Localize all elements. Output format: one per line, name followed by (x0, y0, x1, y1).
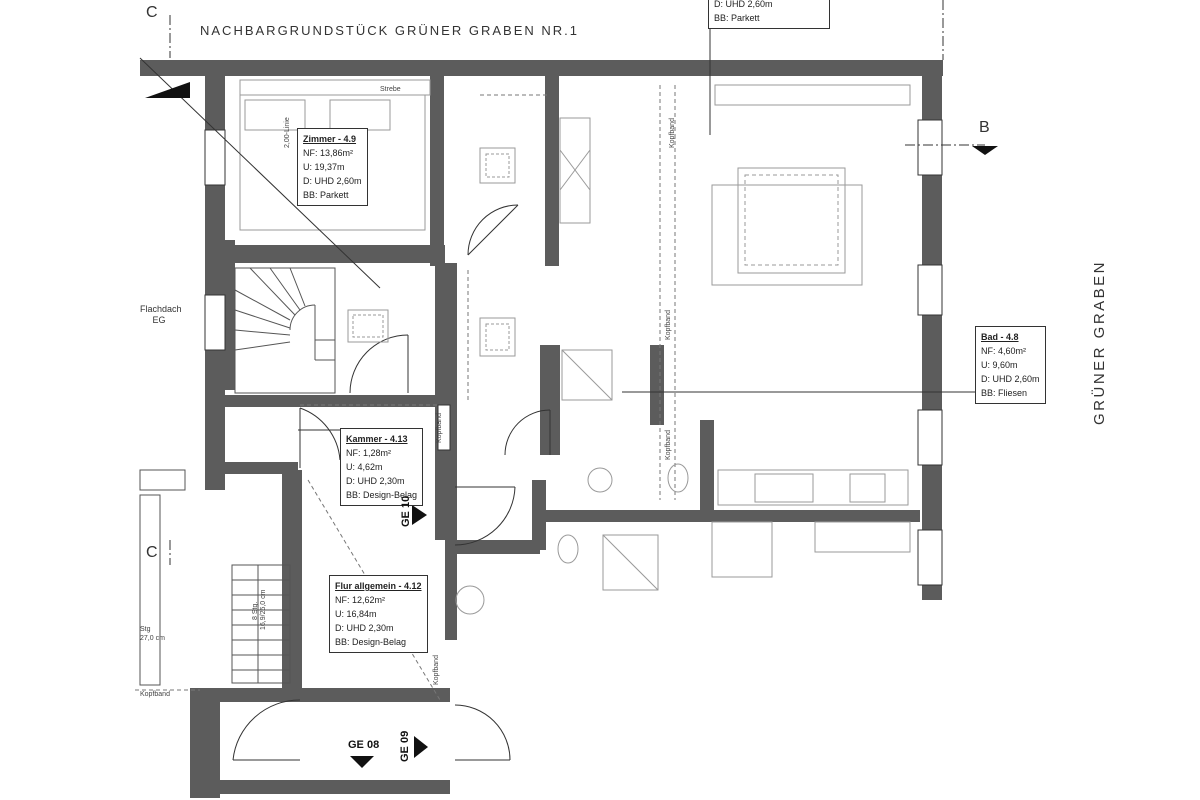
room-ceiling: D: UHD 2,30m (346, 476, 405, 486)
room-title: Bad - 4.8 (981, 332, 1019, 342)
room-floor: BB: Design-Belag (346, 490, 418, 500)
street-label-right: GRÜNER GRABEN (1091, 259, 1108, 425)
kopfband-label-4: Kopfband (436, 413, 443, 443)
room-area: NF: 12,62m² (335, 595, 386, 605)
room-label-bad: Bad - 4.8 NF: 4,60m² U: 9,60m D: UHD 2,6… (975, 326, 1046, 404)
stairs-upper (234, 267, 336, 394)
stairs-dim-label: 16,9/25,0 cm (260, 589, 267, 630)
stairs-left-dim-label: 27,0 cm (140, 635, 165, 642)
flachdach-line-1: Flachdach (140, 304, 182, 314)
room-floor: BB: Fliesen (981, 388, 1028, 398)
section-marker-b: B (979, 119, 990, 136)
room-ceiling: D: UHD 2,60m (303, 176, 362, 186)
room-floor: BB: Design-Belag (335, 637, 407, 647)
room-ceiling: D: UHD 2,30m (335, 623, 394, 633)
room-title: Flur allgemein - 4.12 (335, 581, 422, 591)
interior-walls (205, 76, 920, 640)
kopfband-label-2: Kopfband (665, 310, 672, 340)
room-area: NF: 4,60m² (981, 346, 1027, 356)
flachdach-label: Flachdach EG (140, 304, 182, 326)
kopfband-label-3: Kopfband (665, 430, 672, 460)
room-perimeter: U: 4,62m (346, 462, 383, 472)
room-perimeter: U: 9,60m (981, 360, 1018, 370)
stairs-left-label: Stg (140, 626, 151, 633)
furniture (239, 79, 911, 615)
room-label-kammer: Kammer - 4.13 NF: 1,28m² U: 4,62m D: UHD… (340, 428, 424, 506)
room-label-top-partial: D: UHD 2,60m BB: Parkett (708, 0, 830, 29)
strebe-label: Strebe (380, 86, 401, 93)
windows (204, 119, 943, 586)
room-area: NF: 13,86m² (303, 148, 354, 158)
kopfband-label-1: Kopfband (669, 118, 676, 148)
kopfband-label-6: Kopfband (140, 691, 170, 698)
room-floor: BB: Parkett (714, 13, 760, 23)
exterior-walls (140, 60, 943, 798)
room-area: NF: 1,28m² (346, 448, 392, 458)
stairs-lower (139, 469, 291, 686)
room-title: Zimmer - 4.9 (303, 134, 357, 144)
unit-ge09: GE 09 (399, 730, 411, 762)
room-title: Kammer - 4.13 (346, 434, 408, 444)
unit-ge10: GE 10 (400, 495, 412, 527)
street-label-top: NACHBARGRUNDSTÜCK GRÜNER GRABEN NR.1 (200, 23, 579, 38)
room-perimeter: U: 19,37m (303, 162, 345, 172)
room-ceiling: D: UHD 2,60m (714, 0, 773, 9)
kopfband-label-5: Kopfband (433, 655, 440, 685)
room-label-flur: Flur allgemein - 4.12 NF: 12,62m² U: 16,… (329, 575, 428, 653)
line-200-label: 2,00-Linie (284, 117, 291, 148)
unit-ge08: GE 08 (348, 739, 380, 751)
section-marker-c-top: C (146, 4, 158, 21)
section-lines (169, 0, 985, 565)
room-label-zimmer: Zimmer - 4.9 NF: 13,86m² U: 19,37m D: UH… (297, 128, 368, 206)
section-marker-c-mid: C (146, 544, 158, 561)
flachdach-line-2: EG (152, 315, 166, 325)
room-floor: BB: Parkett (303, 190, 349, 200)
stairs-steps-label: 8 Stg. (252, 601, 259, 620)
room-ceiling: D: UHD 2,60m (981, 374, 1040, 384)
room-perimeter: U: 16,84m (335, 609, 377, 619)
doors (232, 204, 551, 761)
section-arrows (145, 82, 998, 768)
